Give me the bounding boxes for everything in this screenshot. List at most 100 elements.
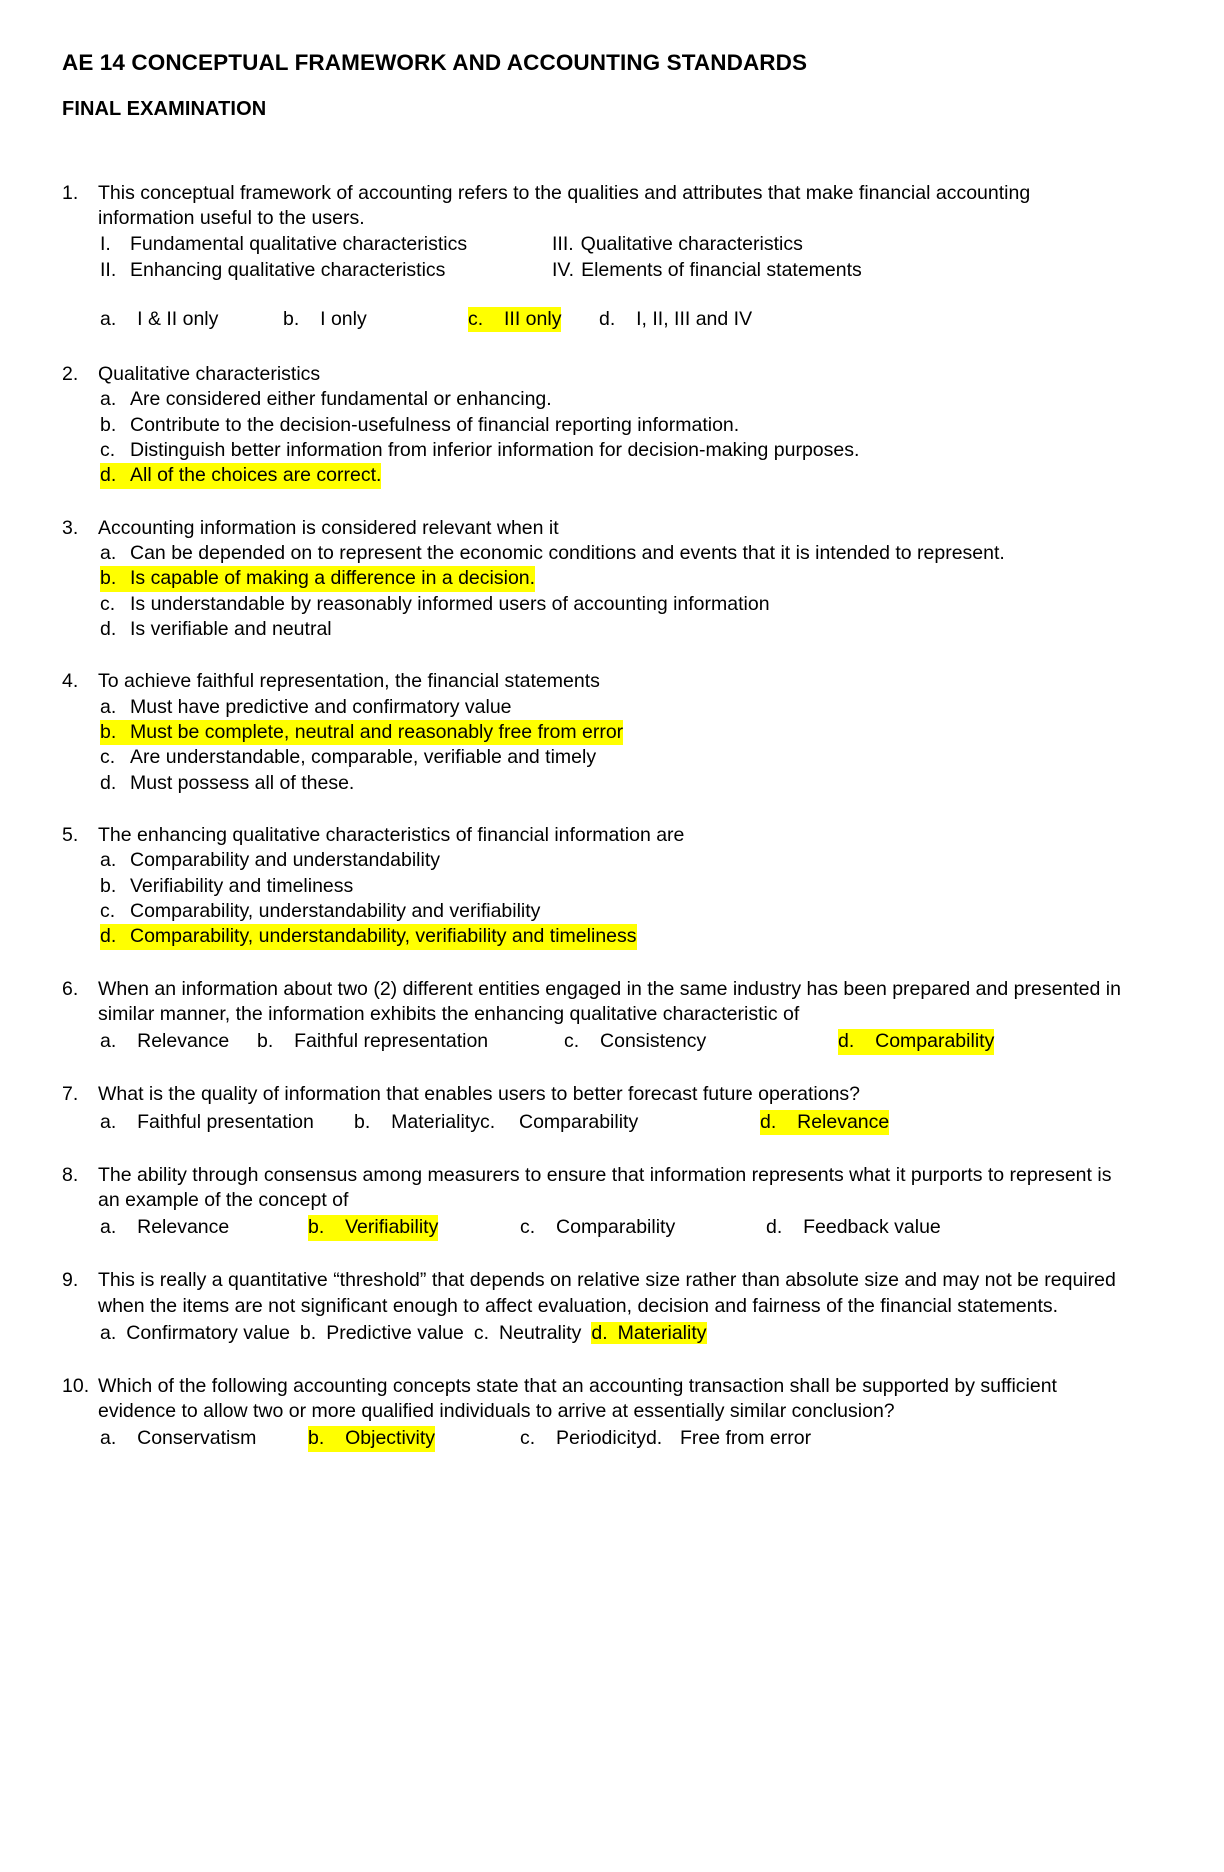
option-a[interactable]: a. Relevance [100,1029,229,1054]
option-d[interactable]: d. Comparability, understandability, ver… [100,924,637,950]
option-text: Faithful representation [294,1030,489,1053]
option-row: a. Faithful presentation b. Materialityc… [100,1109,1154,1136]
option-row: a. Conservatism b. Objectivity c. Period… [100,1426,1154,1452]
question-stem: When an information about two (2) differ… [98,977,1121,1026]
option-c[interactable]: c. Is understandable by reasonably infor… [100,592,1154,617]
option-d[interactable]: d. All of the choices are correct. [100,463,382,489]
option-b[interactable]: b. Objectivity [308,1426,436,1452]
option-a[interactable]: a. Relevance [100,1215,229,1240]
option-letter: d. [100,464,117,487]
option-d[interactable]: Free from error [680,1426,811,1451]
option-a[interactable]: a. Are considered either fundamental or … [100,387,1154,412]
option-b[interactable]: b. Verifiability and timeliness [100,874,1154,899]
question-item: 8. The ability through consensus among m… [62,1163,1154,1242]
roman-text: Enhancing qualitative characteristics [130,258,446,281]
option-list: a. Comparability and understandability b… [100,848,1154,950]
option-a[interactable]: a.Confirmatory value [100,1322,290,1344]
option-b[interactable]: b. Must be complete, neutral and reasona… [100,720,624,746]
option-c[interactable]: c. Comparability [520,1215,675,1240]
roman-list-item: IV. Elements of financial statements [552,258,1154,283]
option-b[interactable]: b.Predictive value [300,1322,464,1344]
option-d[interactable]: d. Is verifiable and neutral [100,617,1154,642]
roman-list-item: I. Fundamental qualitative characteristi… [100,232,552,257]
option-b[interactable]: b. I only [283,307,367,332]
question-stem: To achieve faithful representation, the … [98,670,600,693]
option-a[interactable]: a. Faithful presentation [100,1110,314,1135]
roman-label: II. [100,258,117,281]
option-text: Conservatism [137,1427,257,1450]
option-text: Must possess all of these. [130,771,355,794]
option-text: Confirmatory value [126,1322,290,1345]
option-b[interactable]: b. Is capable of making a difference in … [100,566,536,592]
option-letter: c. [100,746,116,769]
option-letter: d. [838,1030,855,1053]
option-c[interactable]: c.Neutrality [474,1322,582,1344]
option-text: Neutrality [499,1322,582,1345]
question-number: 3. [62,516,79,539]
option-letter: b. [257,1030,274,1053]
option-b[interactable]: b. Contribute to the decision-usefulness… [100,413,1154,438]
option-a[interactable]: a. I & II only [100,307,218,332]
option-d[interactable]: d. Feedback value [766,1215,941,1240]
option-c[interactable]: c. Periodicityd. [520,1426,662,1451]
option-text: Can be depended on to represent the econ… [130,541,1005,564]
option-text: Is capable of making a difference in a d… [130,567,536,590]
option-row: a. Relevance b. Verifiability c. Compara… [100,1215,1154,1241]
option-c[interactable]: c. Distinguish better information from i… [100,438,1154,463]
option-letter: c. [520,1427,536,1450]
option-d[interactable]: d. Relevance [760,1109,890,1136]
option-d[interactable]: d. Must possess all of these. [100,771,1154,796]
option-text: Periodicityd. [556,1427,663,1450]
option-text: Distinguish better information from infe… [130,438,860,461]
option-text: Comparability, understandability, verifi… [130,925,637,948]
option-text: Verifiability and timeliness [130,874,354,897]
option-list: a. Must have predictive and confirmatory… [100,695,1154,796]
question-stem: Qualitative characteristics [98,362,321,385]
option-text: Faithful presentation [137,1110,314,1133]
question-number: 6. [62,977,79,1000]
option-text: Free from error [680,1427,812,1450]
option-b[interactable]: b. Materialityc. [354,1110,495,1135]
option-list: a. Can be depended on to represent the e… [100,541,1154,642]
option-b[interactable]: b. Verifiability [308,1215,439,1241]
option-a[interactable]: a. Comparability and understandability [100,848,1154,873]
option-c[interactable]: c. Consistency [564,1029,706,1054]
option-letter: d. [100,617,117,640]
option-list: a. Are considered either fundamental or … [100,387,1154,489]
option-c[interactable]: c. Comparability, understandability and … [100,899,1154,924]
option-text: Objectivity [345,1427,436,1450]
option-text: Comparability [519,1110,639,1133]
option-letter: a. [100,695,117,718]
question-stem: The ability through consensus among meas… [98,1163,1112,1212]
option-letter: d. [766,1216,783,1239]
option-text: Relevance [137,1030,230,1053]
roman-list-item: II. Enhancing qualitative characteristic… [100,258,552,283]
option-c[interactable]: Comparability [519,1110,638,1135]
option-letter: a. [100,1427,117,1450]
option-letter: a. [100,1030,117,1053]
option-c[interactable]: c. III only [468,306,562,333]
question-item: 6. When an information about two (2) dif… [62,977,1154,1056]
option-letter: c. [100,438,116,461]
option-a[interactable]: a. Can be depended on to represent the e… [100,541,1154,566]
option-b[interactable]: b. Faithful representation [257,1029,488,1054]
option-text: I & II only [137,307,219,330]
question-number: 4. [62,670,79,693]
option-letter: b. [100,721,117,743]
option-row: a. I & II only b. I only c. III only [100,306,1154,335]
option-a[interactable]: a. Conservatism [100,1426,256,1451]
roman-label: III. [552,233,574,256]
option-text: Comparability and understandability [130,849,441,872]
option-letter: b. [100,874,117,897]
question-list: 1. This conceptual framework of accounti… [62,181,1154,1453]
question-item: 4. To achieve faithful representation, t… [62,669,1154,796]
option-a[interactable]: a. Must have predictive and confirmatory… [100,695,1154,720]
option-letter: b. [100,413,117,436]
option-text: Are understandable, comparable, verifiab… [130,746,597,769]
option-d[interactable]: d. I, II, III and IV [599,307,752,332]
question-number: 9. [62,1269,79,1292]
option-c[interactable]: c. Are understandable, comparable, verif… [100,745,1154,770]
option-d[interactable]: d.Materiality [591,1322,707,1345]
option-letter: a. [100,1216,117,1239]
option-d[interactable]: d. Comparability [838,1029,995,1055]
